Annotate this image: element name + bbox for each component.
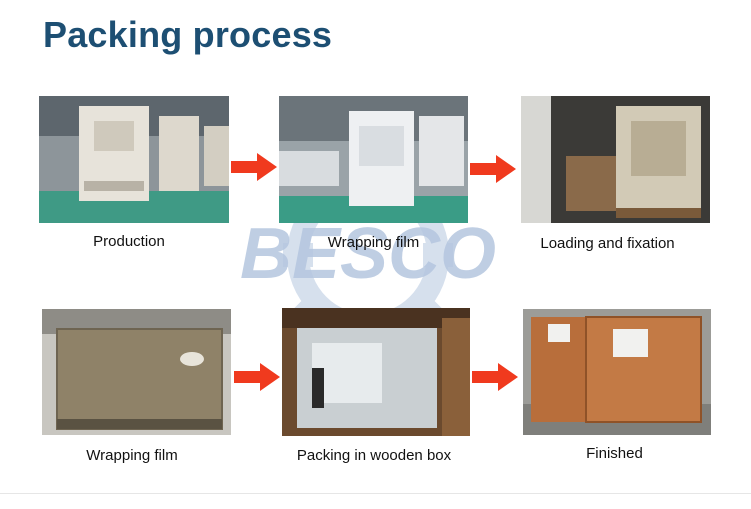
bottom-divider	[0, 493, 751, 494]
watermark-text: BESCO	[240, 214, 496, 294]
step-label-wrapping-film-1: Wrapping film	[327, 234, 420, 251]
arrow-right-icon	[234, 363, 280, 391]
step-label-finished: Finished	[586, 445, 643, 462]
step-label-production: Production	[93, 233, 165, 250]
photo-loading-fixation	[521, 96, 710, 223]
step-label-packing-wooden-box: Packing in wooden box	[296, 447, 452, 464]
page-title: Packing process	[43, 14, 333, 55]
arrow-right-icon	[470, 155, 516, 183]
photo-wrapping-film-1	[279, 96, 468, 223]
arrow-right-icon	[231, 153, 277, 181]
photo-production	[39, 96, 229, 223]
photo-wrapping-film-2	[42, 309, 231, 435]
arrow-right-icon	[472, 363, 518, 391]
photo-packing-wooden-box	[282, 308, 470, 436]
step-label-wrapping-film-2: Wrapping film	[86, 447, 178, 464]
photo-finished	[523, 309, 711, 435]
step-label-loading-fixation: Loading and fixation	[540, 235, 675, 252]
